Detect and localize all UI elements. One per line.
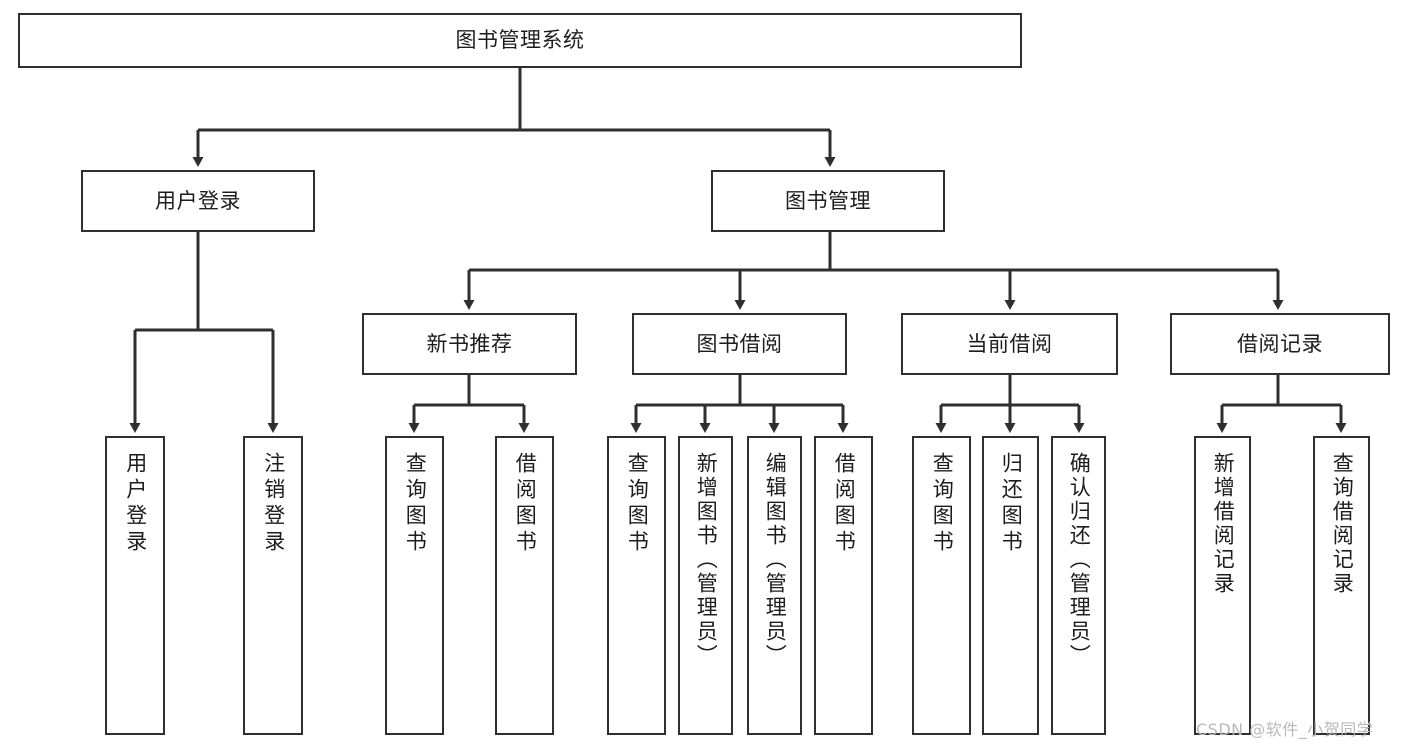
leaf-new-book-borrow-label: 借阅图书 xyxy=(513,452,538,556)
leaf-user-login-signin[interactable]: 用户登录 xyxy=(105,436,165,735)
leaf-record-query-label: 查询借阅记录 xyxy=(1330,452,1355,596)
node-book-management[interactable]: 图书管理 xyxy=(711,170,945,232)
leaf-borrow-edit-book-label: 编辑图书（管理员） xyxy=(763,452,788,668)
leaf-borrow-query-book-label: 查询图书 xyxy=(625,452,650,556)
leaf-record-add-label: 新增借阅记录 xyxy=(1211,452,1236,596)
node-user-login[interactable]: 用户登录 xyxy=(81,170,315,232)
leaf-borrow-borrow-book-label: 借阅图书 xyxy=(832,452,857,556)
node-book-borrow-label: 图书借阅 xyxy=(696,331,783,356)
leaf-current-return-book[interactable]: 归还图书 xyxy=(982,436,1039,735)
node-borrow-record[interactable]: 借阅记录 xyxy=(1170,313,1390,375)
leaf-borrow-add-book[interactable]: 新增图书（管理员） xyxy=(678,436,733,735)
leaf-new-book-query[interactable]: 查询图书 xyxy=(385,436,444,735)
node-current-borrow-label: 当前借阅 xyxy=(966,331,1053,356)
leaf-record-query[interactable]: 查询借阅记录 xyxy=(1313,436,1370,735)
node-new-book-recommend-label: 新书推荐 xyxy=(426,331,513,356)
leaf-new-book-borrow[interactable]: 借阅图书 xyxy=(495,436,554,735)
leaf-borrow-add-book-label: 新增图书（管理员） xyxy=(694,452,719,668)
leaf-new-book-query-label: 查询图书 xyxy=(403,452,428,556)
node-user-login-label: 用户登录 xyxy=(155,188,241,213)
node-new-book-recommend[interactable]: 新书推荐 xyxy=(362,313,577,375)
leaf-user-login-signout[interactable]: 注销登录 xyxy=(243,436,303,735)
node-root[interactable]: 图书管理系统 xyxy=(18,13,1022,68)
leaf-record-add[interactable]: 新增借阅记录 xyxy=(1194,436,1251,735)
node-current-borrow[interactable]: 当前借阅 xyxy=(901,313,1118,375)
node-borrow-record-label: 借阅记录 xyxy=(1237,331,1323,356)
leaf-current-query-book-label: 查询图书 xyxy=(930,452,955,556)
leaf-borrow-query-book[interactable]: 查询图书 xyxy=(607,436,666,735)
node-root-label: 图书管理系统 xyxy=(455,28,585,53)
node-book-management-label: 图书管理 xyxy=(785,188,871,213)
leaf-user-login-signout-label: 注销登录 xyxy=(261,452,286,556)
watermark: CSDN @软件_小贺同学 xyxy=(1196,720,1374,739)
leaf-current-confirm-return-label: 确认归还（管理员） xyxy=(1067,452,1092,668)
leaf-current-confirm-return[interactable]: 确认归还（管理员） xyxy=(1051,436,1106,735)
leaf-current-return-book-label: 归还图书 xyxy=(999,452,1024,556)
leaf-current-query-book[interactable]: 查询图书 xyxy=(912,436,971,735)
leaf-borrow-borrow-book[interactable]: 借阅图书 xyxy=(814,436,873,735)
node-book-borrow[interactable]: 图书借阅 xyxy=(632,313,847,375)
leaf-user-login-signin-label: 用户登录 xyxy=(123,452,148,556)
leaf-borrow-edit-book[interactable]: 编辑图书（管理员） xyxy=(747,436,802,735)
